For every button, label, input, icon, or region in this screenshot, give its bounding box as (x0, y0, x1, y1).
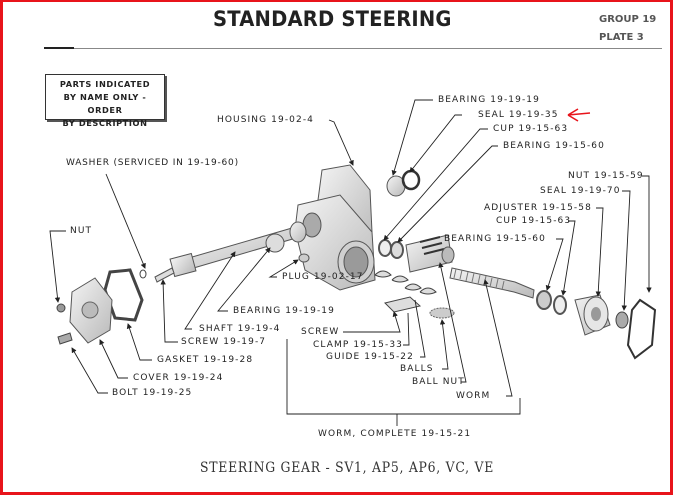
label-bearing-top: BEARING 19-19-19 (438, 95, 540, 105)
adjuster-part (574, 294, 611, 336)
label-cup-top: CUP 19-15-63 (493, 124, 569, 134)
balls-part (429, 307, 455, 319)
label-plug: PLUG 19-02-17 (282, 272, 364, 282)
upper-seal-part (401, 169, 421, 191)
label-seal-top: SEAL 19-19-35 (478, 110, 559, 120)
label-shaft: SHAFT 19-19-4 (199, 324, 281, 334)
label-cover: COVER 19-19-24 (133, 373, 224, 383)
label-clamp: CLAMP 19-15-33 (313, 340, 403, 350)
label-adjuster: ADJUSTER 19-15-58 (484, 203, 592, 213)
label-worm: WORM (456, 391, 491, 401)
label-balls: BALLS (400, 364, 434, 374)
shaft-part (169, 221, 307, 278)
label-nut-right: NUT 19-15-59 (568, 171, 644, 181)
label-nut-left: NUT (70, 226, 93, 236)
page-title: STANDARD STEERING (213, 7, 452, 31)
bolt-part (57, 332, 73, 345)
note-line-3: BY DESCRIPTION (62, 118, 148, 128)
label-bolt: BOLT 19-19-25 (112, 388, 193, 398)
bearing-part (390, 241, 404, 259)
plug-part (298, 253, 310, 263)
cup-right-part (553, 295, 567, 315)
label-bearing-1560-top: BEARING 19-15-60 (503, 141, 605, 151)
screw-part (154, 267, 175, 283)
note-line-1: PARTS INDICATED (59, 79, 151, 89)
note-line-2: BY NAME ONLY - ORDER (63, 92, 147, 115)
gasket-part (103, 268, 144, 322)
label-bearing-mid: BEARING 19-19-19 (233, 306, 335, 316)
nut-right-part (626, 298, 657, 360)
label-screw: SCREW (301, 327, 340, 337)
housing-part (294, 164, 376, 291)
annotation-arrow-icon (567, 108, 591, 122)
group-number: GROUP 19 (599, 14, 657, 25)
header-rule-accent (44, 47, 74, 49)
label-bearing-right: BEARING 19-15-60 (444, 234, 546, 244)
plate-reference: GROUP 19 PLATE 3 (599, 11, 656, 47)
label-ball-nut: BALL NUT (412, 377, 465, 387)
label-washer: WASHER (SERVICED IN 19-19-60) (66, 158, 239, 168)
label-worm-complete: WORM, COMPLETE 19-15-21 (318, 429, 472, 439)
plate-number: PLATE 3 (599, 32, 644, 43)
bearing-right-part (536, 290, 552, 310)
worm-part (449, 267, 535, 299)
order-note-box: PARTS INDICATED BY NAME ONLY - ORDER BY … (45, 74, 165, 128)
guide-clamp-parts (374, 270, 437, 313)
nut-part (56, 303, 66, 313)
label-cup-right: CUP 19-15-63 (496, 216, 572, 226)
figure-caption: STEERING GEAR - SV1, AP5, AP6, VC, VE (200, 460, 495, 476)
label-housing: HOUSING 19-02-4 (217, 115, 314, 125)
cup-part (378, 239, 392, 257)
label-seal-right: SEAL 19-19-70 (540, 186, 621, 196)
label-gasket: GASKET 19-19-28 (157, 355, 254, 365)
label-screw-19-19-7: SCREW 19-19-7 (181, 337, 267, 347)
seal-right-part (615, 311, 629, 329)
washer-part (139, 269, 147, 279)
label-guide: GUIDE 19-15-22 (326, 352, 414, 362)
header-rule (44, 48, 662, 49)
